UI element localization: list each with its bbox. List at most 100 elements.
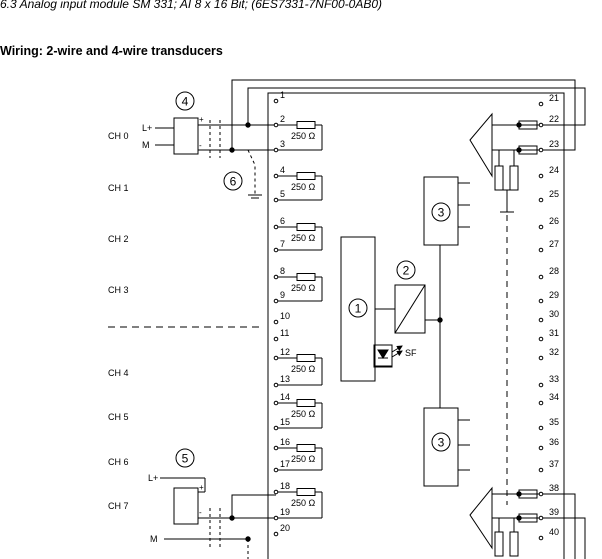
terminal-40 — [538, 535, 544, 541]
terminal-27-label: 27 — [549, 239, 559, 249]
shunt-resistor-ch7: 250 Ω — [278, 488, 323, 519]
terminal-32 — [538, 355, 544, 361]
resistor-value-ch7: 250 Ω — [291, 498, 316, 508]
m-label-ch7: M — [150, 534, 158, 544]
terminal-24 — [538, 173, 544, 179]
terminal-23 — [538, 147, 544, 153]
terminal-35-label: 35 — [549, 417, 559, 427]
terminal-1-label: 1 — [280, 90, 285, 100]
callout-3-lower: 3 — [431, 432, 451, 452]
sf-led-label: SF — [405, 348, 417, 358]
shunt-resistor-ch0: 250 Ω — [278, 121, 323, 151]
terminal-6-label: 6 — [280, 216, 285, 226]
terminal-19-label: 19 — [280, 507, 290, 517]
resistor-value-ch0: 250 Ω — [291, 131, 316, 141]
shunt-resistor-ch2: 250 Ω — [278, 223, 323, 251]
terminal-29-label: 29 — [549, 290, 559, 300]
terminal-7-label: 7 — [280, 239, 285, 249]
terminal-20-label: 20 — [280, 523, 290, 533]
channel-label-ch6: CH 6 — [108, 457, 129, 467]
terminal-36 — [538, 445, 544, 451]
terminal-5-label: 5 — [280, 189, 285, 199]
shunt-resistor-ch4: 250 Ω — [278, 354, 323, 386]
terminal-38 — [538, 491, 544, 497]
terminal-11-label: 11 — [280, 328, 289, 338]
terminal-31 — [538, 336, 544, 342]
callout-1: 1 — [348, 298, 368, 318]
channel-label-ch3: CH 3 — [108, 285, 129, 295]
shunt-resistor-ch5: 250 Ω — [278, 399, 323, 429]
terminal-13 — [273, 382, 279, 388]
terminal-3 — [273, 147, 279, 153]
two-wire-transducer-ch7 — [173, 487, 199, 525]
callout-6-label: 6 — [230, 175, 237, 189]
m-label-ch0: M — [142, 140, 150, 150]
terminal-25 — [538, 197, 544, 203]
terminal-10-label: 10 — [280, 311, 290, 321]
terminal-21 — [538, 101, 544, 107]
resistor-value-ch1: 250 Ω — [291, 182, 316, 192]
terminal-35 — [538, 425, 544, 431]
terminal-36-label: 36 — [549, 437, 559, 447]
terminal-15 — [273, 425, 279, 431]
terminal-26 — [538, 224, 544, 230]
terminal-6 — [273, 224, 279, 230]
terminal-18-label: 18 — [280, 481, 290, 491]
terminal-2-label: 2 — [280, 114, 285, 124]
channel-labels: CH 0CH 1CH 2CH 3CH 4CH 5CH 6CH 7 — [108, 131, 129, 511]
terminal-8-label: 8 — [280, 266, 285, 276]
terminal-15-label: 15 — [280, 417, 290, 427]
terminal-32-label: 32 — [549, 347, 559, 357]
callout-3-lower-label: 3 — [438, 436, 445, 450]
terminal-40-label: 40 — [549, 527, 559, 537]
terminal-28 — [538, 274, 544, 280]
minus-label-ch0: - — [199, 141, 202, 150]
terminal-4-label: 4 — [280, 165, 285, 175]
terminal-30 — [538, 317, 544, 323]
terminal-14 — [273, 400, 279, 406]
terminal-37-label: 37 — [549, 459, 559, 469]
terminal-16-label: 16 — [280, 437, 290, 447]
shunt-resistors: 250 Ω 250 Ω 250 Ω 250 Ω 250 Ω 250 Ω 250 Ω 250 Ω — [278, 121, 323, 519]
terminal-23-label: 23 — [549, 139, 559, 149]
terminal-27 — [538, 247, 544, 253]
callout-3-upper-label: 3 — [438, 206, 445, 220]
l-plus-label-ch0: L+ — [142, 123, 152, 133]
callout-2-label: 2 — [403, 264, 410, 278]
terminal-11 — [273, 336, 279, 342]
terminal-37 — [538, 467, 544, 473]
terminal-33-label: 33 — [549, 374, 559, 384]
terminal-20 — [273, 531, 279, 537]
terminal-14-label: 14 — [280, 392, 290, 402]
channel-label-ch5: CH 5 — [108, 412, 129, 422]
channel-label-ch4: CH 4 — [108, 368, 129, 378]
channel-label-ch0: CH 0 — [108, 131, 129, 141]
resistor-value-ch3: 250 Ω — [291, 283, 316, 293]
callout-2: 2 — [396, 260, 416, 280]
terminal-21-label: 21 — [549, 93, 559, 103]
terminal-3-label: 3 — [280, 139, 285, 149]
channel-label-ch1: CH 1 — [108, 183, 129, 193]
four-wire-transducer-ch0 — [173, 117, 199, 155]
channel-label-ch2: CH 2 — [108, 234, 129, 244]
terminal-5 — [273, 197, 279, 203]
resistor-value-ch5: 250 Ω — [291, 409, 316, 419]
terminal-29 — [538, 298, 544, 304]
terminal-30-label: 30 — [549, 309, 559, 319]
terminal-10 — [273, 319, 279, 325]
callout-4: 4 — [175, 91, 195, 111]
callout-1-label: 1 — [355, 302, 362, 316]
terminal-34 — [538, 400, 544, 406]
plus-label-ch0: + — [199, 115, 204, 124]
shunt-resistor-ch6: 250 Ω — [278, 444, 323, 471]
terminal-9-label: 9 — [280, 290, 285, 300]
section-title: Wiring: 2-wire and 4-wire transducers — [0, 44, 223, 58]
resistor-value-ch6: 250 Ω — [291, 454, 316, 464]
terminal-24-label: 24 — [549, 165, 559, 175]
plus-label-ch7: + — [199, 483, 204, 492]
terminal-25-label: 25 — [549, 189, 559, 199]
resistor-value-ch2: 250 Ω — [291, 233, 316, 243]
terminal-9 — [273, 298, 279, 304]
